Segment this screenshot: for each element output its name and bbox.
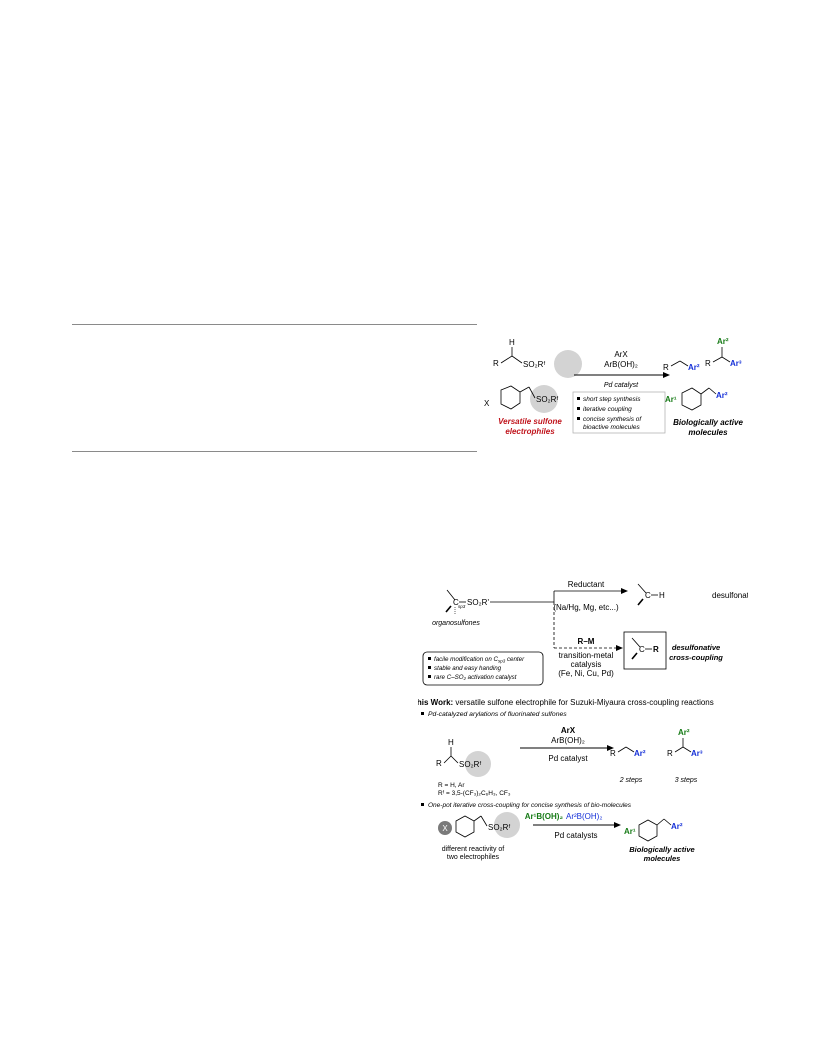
sulfone-label-2: SO₂Rᶠ	[536, 395, 558, 404]
product-r-2: R	[705, 359, 711, 368]
x-label-s: X	[442, 824, 448, 833]
tm-line-2: catalysis	[571, 660, 602, 669]
h-product-label: H	[659, 591, 665, 600]
scheme-highlight-circle-2	[494, 812, 520, 838]
ar2b-label: Ar²B(OH)₂	[566, 812, 602, 821]
product-ar2: Ar²	[688, 363, 700, 372]
sp3-sub: sp3	[458, 604, 466, 609]
feature-1: facile modification on Csp3 center	[434, 656, 525, 664]
tm-line-3: (Fe, Ni, Cu, Pd)	[558, 669, 614, 678]
scheme-benzene	[455, 815, 475, 838]
h-label: H	[509, 338, 515, 347]
x-label: X	[484, 399, 490, 408]
bio-caption-1: Biologically active	[673, 418, 743, 427]
bullet-4: bioactive molecules	[583, 424, 640, 431]
sulfone-label-s: SO₂Rᶠ	[459, 760, 481, 769]
diff-line-1: different reactivity of	[442, 846, 505, 853]
reductant-examples: (Na/Hg, Mg, etc...)	[553, 603, 619, 612]
rm-label: R–M	[578, 637, 595, 646]
bullet-3: concise synthesis of	[583, 416, 642, 423]
ar2-final: Ar²	[671, 822, 683, 831]
c-label: C	[453, 598, 459, 607]
feature-2: stable and easy handing	[434, 665, 502, 672]
tm-line-1: transition-metal	[559, 651, 614, 660]
bullet-1: short step synthesis	[583, 396, 641, 403]
bio-final-1: Biologically active	[629, 845, 694, 854]
bullet-2: iterative coupling	[583, 406, 632, 413]
reductant-label: Reductant	[568, 580, 605, 589]
versatile-caption-2: electrophiles	[505, 427, 555, 436]
toc-graphic: R H SO₂Rᶠ X SO₂Rᶠ Versatile sulfone elec…	[484, 337, 743, 437]
r-p1: R	[610, 749, 616, 758]
reagent-boronic: ArB(OH)₂	[604, 360, 638, 369]
sulfone-highlight-circle-2	[530, 385, 558, 413]
ar2-p2: Ar²	[678, 728, 690, 737]
sulfone-label: SO₂Rᶠ	[523, 360, 545, 369]
this-work-line: This Work: versatile sulfone electrophil…	[418, 698, 714, 707]
bio-final-2: molecules	[644, 854, 681, 863]
c-label-2: C	[645, 591, 651, 600]
scheme-highlight-circle	[465, 751, 491, 777]
ar1b-label: Ar¹B(OH)₂	[525, 812, 564, 821]
product-benzene	[681, 387, 702, 411]
organosulfones-label: organosulfones	[432, 620, 480, 627]
arx-label: ArX	[561, 726, 576, 735]
feature-3: rare C–SO₂ activation catalyst	[434, 674, 517, 681]
c-label-3: C	[639, 645, 645, 654]
sulfone-label-s2: SO₂Rᶠ	[488, 823, 510, 832]
product-r-1: R	[663, 363, 669, 372]
product-box	[623, 631, 667, 670]
h-label-s: H	[448, 738, 454, 747]
bullet-box	[572, 391, 666, 434]
sulfone-highlight-circle	[554, 350, 582, 378]
scheme-graphic: C sp3 SO₂R' organosulfones Reductant (Na…	[418, 580, 748, 863]
arboh2-label: ArB(OH)₂	[551, 736, 585, 745]
diff-line-2: two electrophiles	[447, 854, 500, 861]
sub-heading-2: One-pot iterative cross-coupling for con…	[428, 802, 632, 809]
r-def-2: Rᶠ = 3,5-(CF₃)₂C₆H₃, CF₃	[438, 790, 511, 797]
r-def-1: R = H, Ar	[438, 782, 465, 789]
ar3-p2: Ar³	[691, 749, 703, 758]
desulf-cc-2: cross-coupling	[669, 653, 723, 662]
product-ar3: Ar³	[730, 359, 742, 368]
r-p2: R	[667, 749, 673, 758]
r-label-s: R	[436, 759, 442, 768]
sulfonyl-label: SO₂R'	[467, 598, 489, 607]
pd-catalysts-label: Pd catalysts	[554, 831, 597, 840]
feature-box	[422, 651, 544, 686]
bio-caption-2: molecules	[688, 428, 728, 437]
ar1-final: Ar¹	[624, 827, 636, 836]
r-product-label: R	[653, 645, 659, 654]
product-ar1: Ar¹	[665, 395, 677, 404]
final-benzene	[638, 819, 658, 842]
three-steps: 3 steps	[675, 777, 698, 784]
versatile-caption-1: Versatile sulfone	[498, 417, 562, 426]
product-ar2-green: Ar²	[717, 337, 729, 346]
pd-catalyst-label: Pd catalyst	[548, 754, 588, 763]
sub-heading-1: Pd-catalyzed arylations of fluorinated s…	[428, 711, 567, 718]
r-label: R	[493, 359, 499, 368]
top-rule	[72, 324, 477, 325]
product-ar2-b: Ar²	[716, 391, 728, 400]
x-dark-circle	[438, 821, 452, 835]
ar2-p1: Ar²	[634, 749, 646, 758]
two-steps: 2 steps	[619, 777, 643, 784]
reagent-arx: ArX	[614, 350, 628, 359]
benzene-ring	[500, 385, 521, 410]
desulf-cc-1: desulfonative	[672, 643, 720, 652]
desulfonation-label: desulfonation	[712, 591, 748, 600]
bottom-rule	[72, 451, 477, 452]
catalyst-label: Pd catalyst	[604, 382, 639, 389]
